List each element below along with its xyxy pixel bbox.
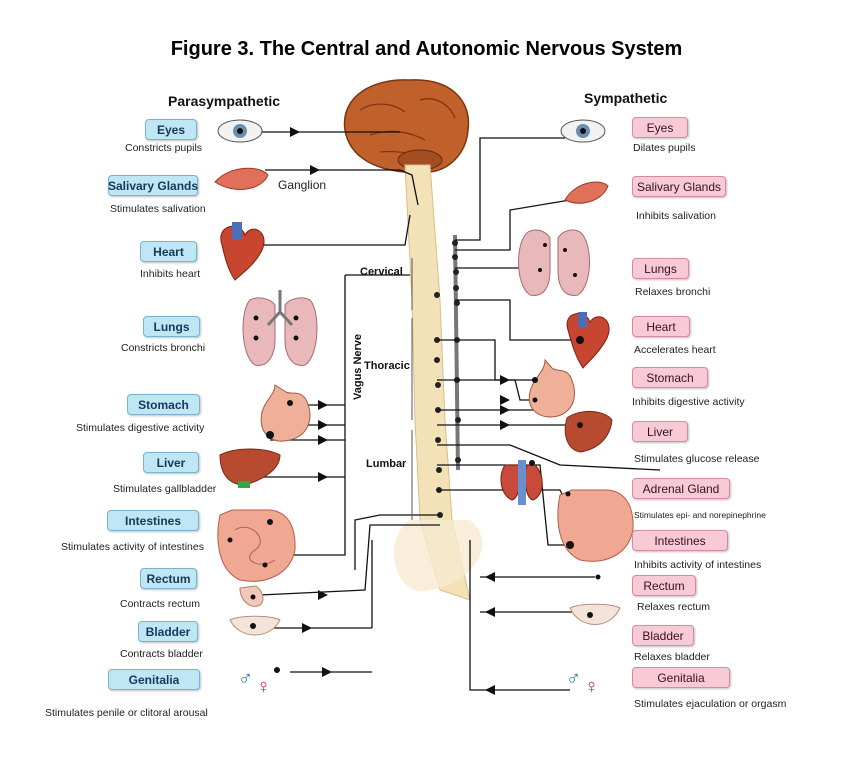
right-male-symbol: ♂ — [566, 668, 581, 690]
symp-salivary-box: Salivary Glands — [632, 176, 726, 197]
parasympathetic-header: Parasympathetic — [168, 93, 281, 109]
right-lungs-illustration — [518, 229, 590, 296]
left-male-symbol: ♂ — [238, 668, 253, 690]
para-stomach-box: Stomach — [127, 394, 200, 415]
para-heart-effect: Inhibits heart — [140, 268, 201, 280]
symp-genitalia-effect: Stimulates ejaculation or orgasm — [634, 698, 787, 710]
para-liver-box: Liver — [143, 452, 199, 473]
para-liver-effect: Stimulates gallbladder — [113, 483, 217, 495]
right-intestines-illustration — [557, 489, 634, 562]
right-heart-illustration — [566, 312, 610, 369]
symp-heart-box: Heart — [632, 316, 690, 337]
symp-liver-effect: Stimulates glucose release — [634, 453, 760, 465]
left-female-symbol: ♀ — [256, 676, 271, 698]
para-stomach-effect: Stimulates digestive activity — [76, 422, 205, 434]
symp-lungs-effect: Relaxes bronchi — [635, 286, 711, 298]
symp-stomach-effect: Inhibits digestive activity — [632, 396, 745, 408]
para-genitalia-box: Genitalia — [108, 669, 200, 690]
symp-bladder-effect: Relaxes bladder — [634, 651, 710, 663]
symp-intestines-effect: Inhibits activity of intestines — [634, 559, 762, 571]
right-stomach-illustration — [528, 358, 575, 418]
para-bladder-box: Bladder — [138, 621, 198, 642]
right-liver-illustration — [564, 411, 613, 453]
symp-lungs-box: Lungs — [632, 258, 689, 279]
ganglion-label: Ganglion — [278, 178, 327, 192]
right-bladder-illustration — [569, 603, 621, 625]
symp-bladder-box: Bladder — [632, 625, 694, 646]
left-liver-illustration — [219, 448, 281, 486]
para-bladder-effect: Contracts bladder — [120, 648, 203, 660]
para-salivary-box: Salivary Glands — [108, 175, 198, 196]
symp-eyes-effect: Dilates pupils — [633, 142, 696, 154]
para-lungs-box: Lungs — [143, 316, 200, 337]
symp-rectum-effect: Relaxes rectum — [637, 601, 710, 613]
brain-illustration — [343, 79, 470, 173]
symp-adrenal-box: Adrenal Gland — [632, 478, 730, 499]
para-rectum-box: Rectum — [140, 568, 197, 589]
para-salivary-effect: Stimulates salivation — [110, 203, 206, 215]
symp-stomach-box: Stomach — [632, 367, 708, 388]
vagus-nerve-label: Vagus Nerve — [352, 333, 364, 400]
left-intestines-illustration — [217, 509, 296, 582]
symp-genitalia-box: Genitalia — [632, 667, 730, 688]
symp-intestines-box: Intestines — [632, 530, 728, 551]
symp-rectum-box: Rectum — [632, 575, 696, 596]
para-heart-box: Heart — [140, 241, 197, 262]
left-heart-illustration — [220, 222, 265, 281]
para-rectum-effect: Contracts rectum — [120, 598, 200, 610]
right-adrenal-kidneys — [500, 460, 543, 505]
symp-adrenal-effect: Stimulates epi- and norepinephrine — [634, 510, 766, 520]
lumbar-label: Lumbar — [366, 458, 407, 470]
para-intestines-box: Intestines — [107, 510, 199, 531]
para-genitalia-effect: Stimulates penile or clitoral arousal — [45, 707, 208, 719]
symp-salivary-effect: Inhibits salivation — [636, 210, 716, 222]
left-stomach-illustration — [260, 384, 311, 442]
symp-liver-box: Liver — [632, 421, 688, 442]
right-female-symbol: ♀ — [584, 676, 599, 698]
para-intestines-effect: Stimulates activity of intestines — [61, 541, 204, 553]
left-eye-illustration — [217, 119, 263, 143]
right-salivary-gland — [564, 181, 609, 204]
para-eyes-box: Eyes — [145, 119, 197, 140]
left-salivary-gland — [214, 167, 269, 190]
para-eyes-effect: Constricts pupils — [125, 142, 203, 154]
sympathetic-header: Sympathetic — [584, 90, 668, 106]
cervical-label: Cervical — [360, 266, 403, 278]
symp-eyes-box: Eyes — [632, 117, 688, 138]
symp-heart-effect: Accelerates heart — [634, 344, 716, 356]
right-eye-illustration — [560, 119, 606, 143]
figure-title: Figure 3. The Central and Autonomic Nerv… — [170, 38, 683, 60]
thoracic-label: Thoracic — [364, 360, 410, 372]
left-lungs-illustration — [242, 290, 318, 366]
para-lungs-effect: Constricts bronchi — [121, 342, 206, 354]
